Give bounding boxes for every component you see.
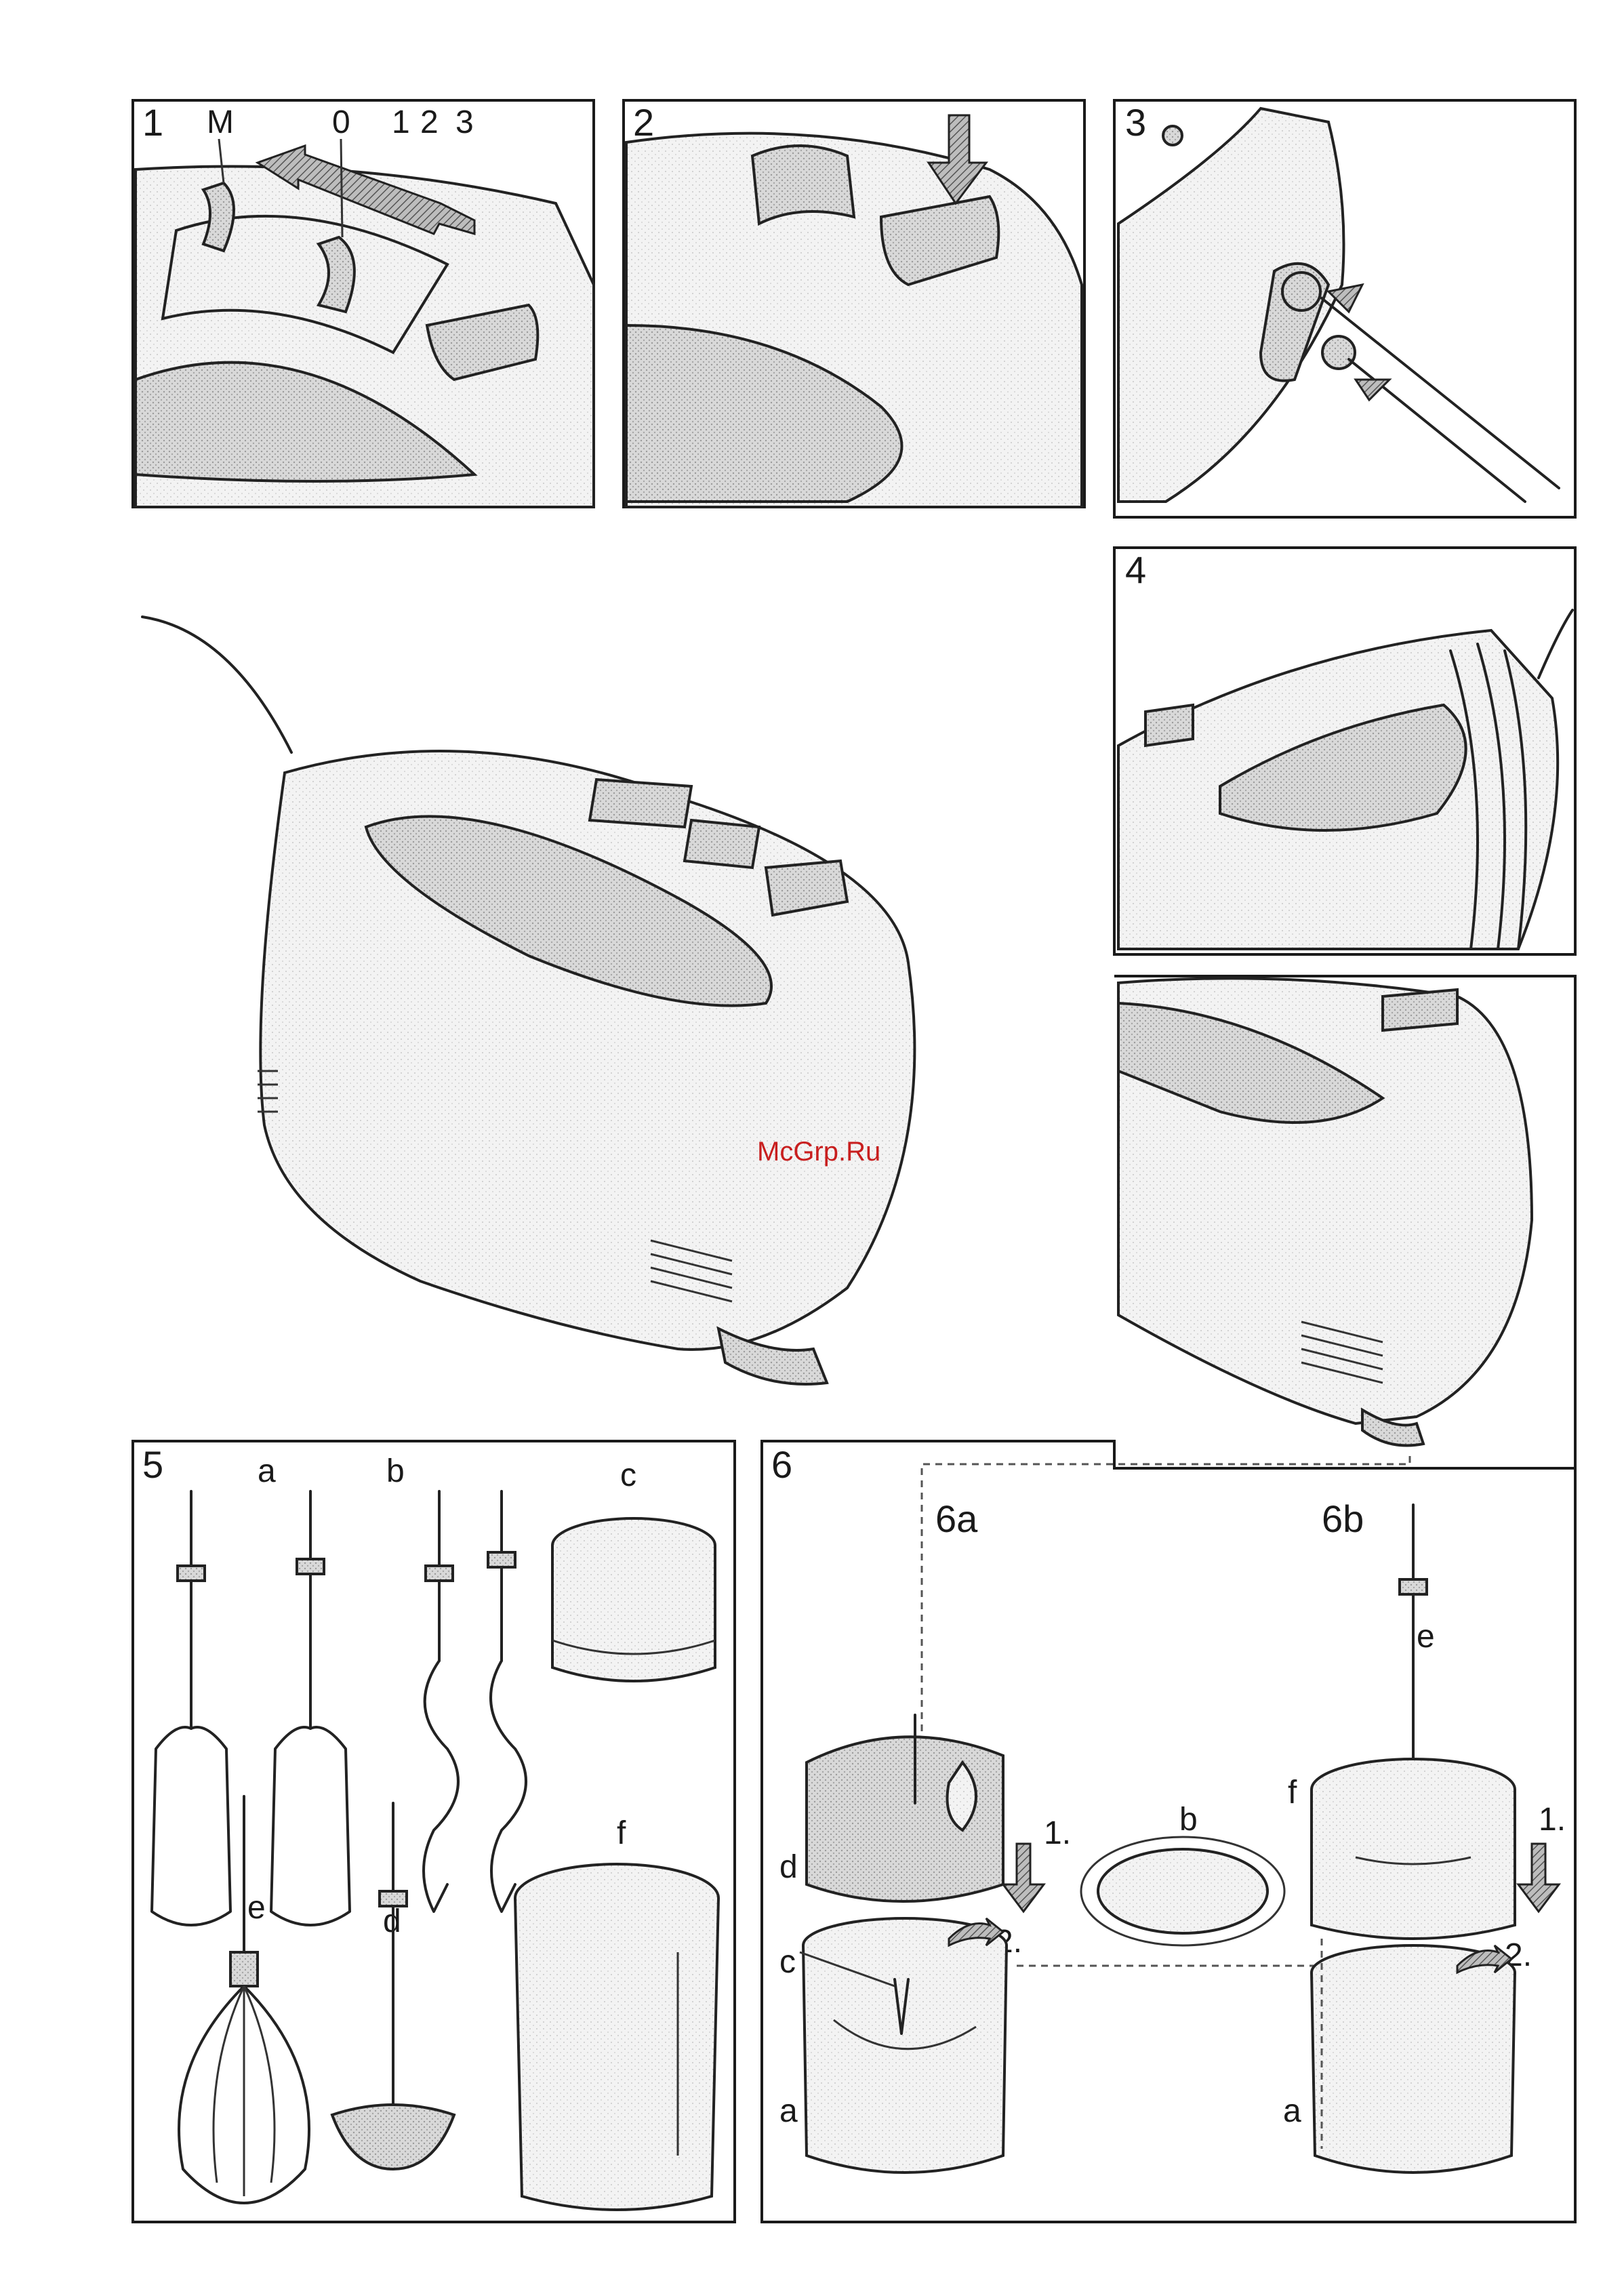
panel-3-number: 3 xyxy=(1125,101,1146,144)
label-a: a xyxy=(258,1453,276,1489)
watermark-text: McGrp.Ru xyxy=(757,1137,880,1167)
speed-label-2: 2 xyxy=(420,104,439,140)
panel-5-accessories: 5 a b c d e f xyxy=(133,1441,735,2222)
panel-4-number: 4 xyxy=(1125,548,1146,591)
label-6b-e: e xyxy=(1417,1619,1435,1655)
panel-1-speed-switch: 1 M 0 1 2 3 xyxy=(133,100,594,507)
storage-lid-b xyxy=(1081,1837,1284,1945)
insert-arrow-icon-2 xyxy=(1356,380,1389,400)
eject-button-4 xyxy=(1145,705,1193,746)
speed-label-1: 1 xyxy=(392,104,410,140)
sub-label-6b: 6b xyxy=(1322,1497,1364,1540)
speed-label-3: 3 xyxy=(455,104,474,140)
panel-1-number: 1 xyxy=(142,101,163,144)
beater-shaft-1 xyxy=(1322,298,1559,488)
push-arrow-icon-6a xyxy=(1003,1844,1044,1912)
panel-6-number: 6 xyxy=(771,1443,792,1486)
panel-4-cord-storage: 4 xyxy=(1114,548,1575,954)
whisk xyxy=(179,1796,309,2203)
label-6b-f: f xyxy=(1288,1775,1297,1811)
chopper-bowl-a-left xyxy=(800,1918,1007,2173)
speed-label-m: M xyxy=(207,104,234,140)
speed-switch-top xyxy=(590,780,691,827)
dough-hook-b-right xyxy=(488,1491,526,1912)
label-6a-step-1: 1. xyxy=(1044,1815,1071,1851)
mixer-body xyxy=(260,751,914,1350)
speed-label-0: 0 xyxy=(332,104,350,140)
beater-a-left xyxy=(152,1491,230,1925)
dough-hook-b-left xyxy=(424,1491,458,1912)
panel-3-insert-tools: 3 xyxy=(1114,100,1575,517)
panel-6-chopper-assembly: 6 6a 6b d c a 1. 2. b e f a 1. 2. xyxy=(762,1441,1575,2222)
beaker-f xyxy=(515,1864,718,2210)
label-c: c xyxy=(620,1457,636,1493)
panel-5-number: 5 xyxy=(142,1443,163,1486)
label-6a-c: c xyxy=(779,1944,796,1980)
label-6a-a: a xyxy=(779,2093,798,2129)
cord-stub xyxy=(1163,126,1182,145)
beater-a-right xyxy=(271,1491,350,1925)
push-arrow-icon-6b xyxy=(1518,1844,1559,1912)
main-mixer-illustration: McGrp.Ru xyxy=(142,617,914,1384)
socket-hole-1 xyxy=(1282,272,1320,310)
sub-label-6a: 6a xyxy=(935,1497,978,1540)
socket-hole-2 xyxy=(1322,336,1355,369)
speed-switch-2 xyxy=(752,146,854,224)
chopper-bowl-a-right xyxy=(1312,1939,1515,2173)
label-6b-a: a xyxy=(1283,2093,1301,2129)
leader-line-0 xyxy=(341,139,342,237)
chopper-lid-d xyxy=(807,1715,1003,1901)
dashed-guide-top xyxy=(922,1451,1410,1756)
label-f: f xyxy=(617,1815,626,1851)
panel-2-number: 2 xyxy=(633,101,654,144)
turbo-button xyxy=(685,820,759,868)
label-6a-d: d xyxy=(779,1849,798,1885)
blender-rod xyxy=(332,1803,454,2169)
label-b: b xyxy=(386,1453,405,1489)
eject-button-lower xyxy=(1383,990,1457,1030)
cord-end xyxy=(1539,610,1572,678)
tool-socket-base xyxy=(718,1329,827,1384)
cutter-insert-c xyxy=(552,1518,715,1681)
label-e: e xyxy=(247,1890,266,1926)
power-cord xyxy=(142,617,291,752)
label-6-b: b xyxy=(1179,1802,1198,1838)
label-6b-step-1: 1. xyxy=(1539,1802,1566,1838)
panel-mixer-side-view xyxy=(1114,976,1575,1468)
panel-2-eject: 2 xyxy=(624,100,1084,507)
beaker-insert-f xyxy=(1312,1759,1515,1939)
